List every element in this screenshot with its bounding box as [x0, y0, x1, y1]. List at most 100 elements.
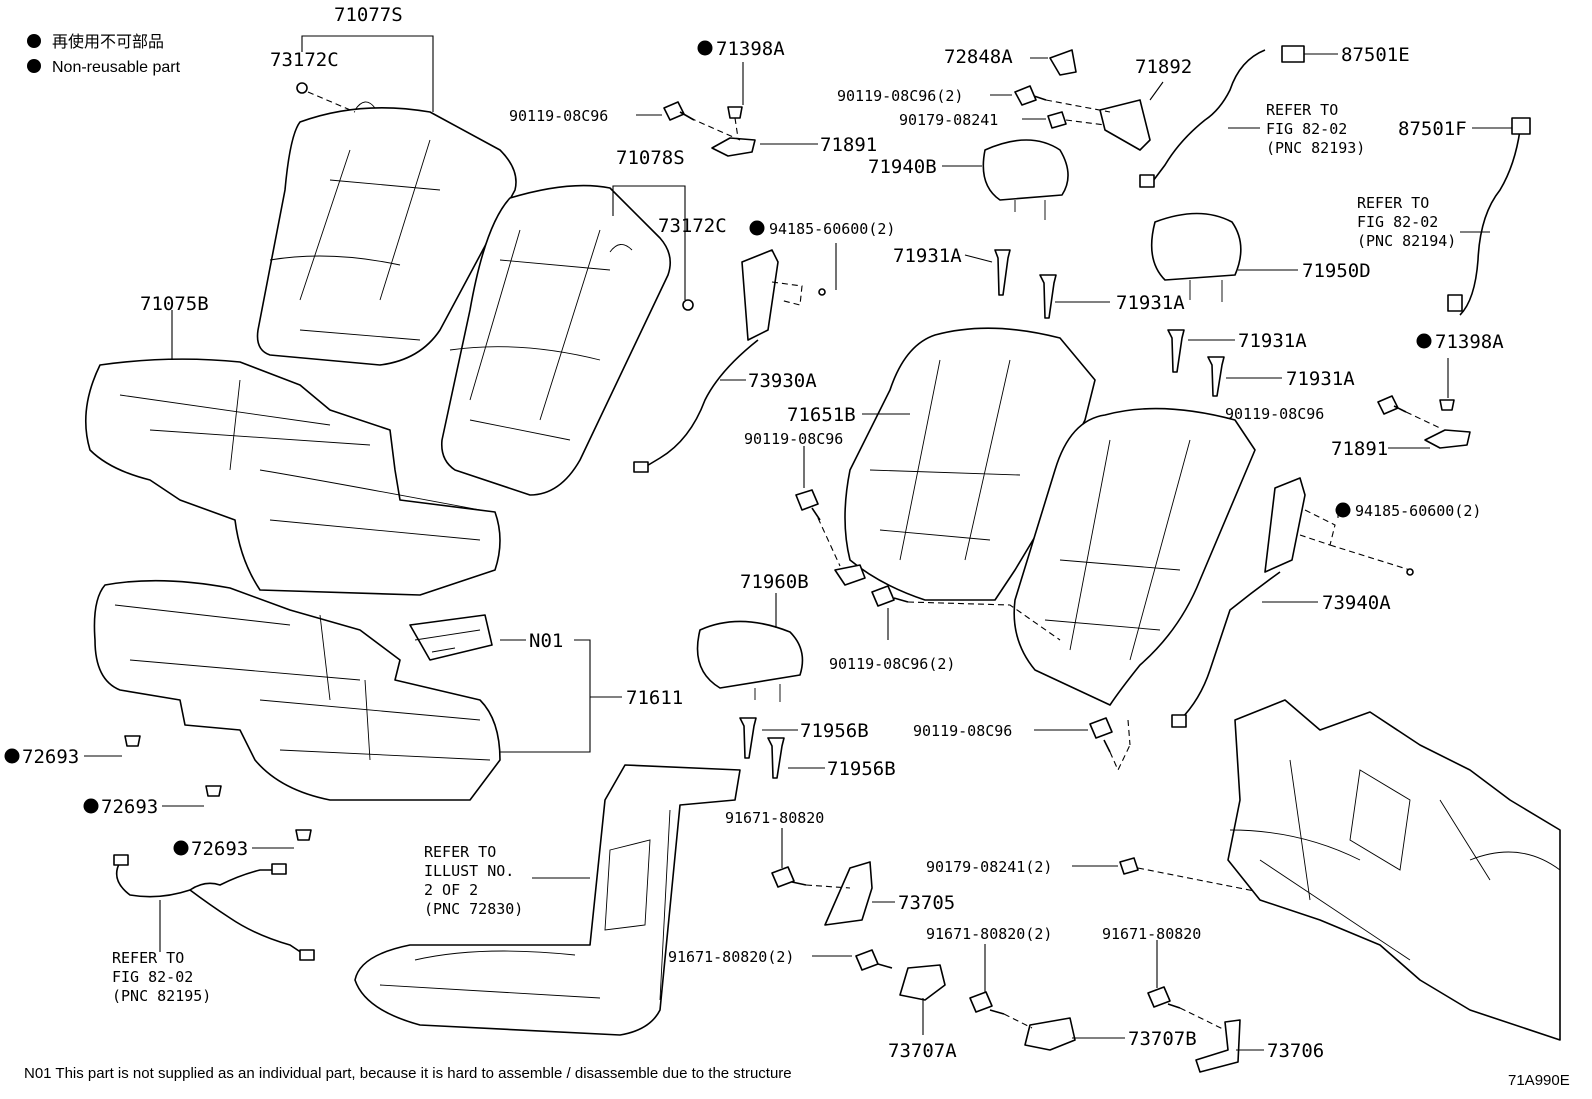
rivet-73172c-b-icon — [682, 299, 694, 311]
connector-87501f-icon — [1511, 117, 1531, 135]
guide-71931a-a — [994, 249, 1011, 296]
refer-82195-line1: REFER TO — [112, 949, 184, 967]
leader-71892 — [1149, 81, 1164, 101]
bolt-91671-c — [1147, 986, 1181, 1009]
connector-82195-c-icon — [299, 949, 315, 961]
dashed-leader-90119-d — [817, 517, 841, 567]
connector-73930a-icon — [633, 461, 649, 473]
label-71931a-b: 71931A — [1116, 292, 1185, 314]
refer-82193-line2: FIG 82-02 — [1266, 120, 1347, 138]
headrest-71950d — [1150, 212, 1242, 281]
dashed-leader-71891-a — [689, 117, 741, 141]
label-71398a-a: 71398A — [716, 38, 785, 60]
refer-82193-line3: (PNC 82193) — [1266, 139, 1365, 157]
connector-87501e-icon — [1281, 45, 1305, 63]
non-reusable-94185-b-icon — [1335, 502, 1351, 518]
non-reusable-dot-icon — [27, 59, 41, 73]
label-71891-b: 71891 — [1331, 438, 1388, 460]
non-reusable-markers — [4, 40, 1432, 856]
label-91671-c: 91671-80820 — [1102, 925, 1201, 943]
seat-back-cover-71077s-seams — [269, 139, 441, 341]
refer-82194-line2: FIG 82-02 — [1357, 213, 1438, 231]
clip-72693-c — [295, 829, 312, 841]
part-labels: 71077S 73172C 71075B 71078S 73172C 71398… — [22, 4, 1504, 1062]
label-71931a-c: 71931A — [1238, 330, 1307, 352]
seat-cushion-cover-71075b-seams — [119, 379, 481, 541]
refer-72830-line4: (PNC 72830) — [424, 900, 523, 918]
label-90119-f: 90119-08C96 — [913, 722, 1012, 740]
pad-n01 — [409, 614, 493, 661]
legend: 再使用不可部品 Non-reusable part — [27, 33, 181, 76]
dashed-leader-94185-b — [1299, 509, 1411, 571]
non-reusable-72693-b-icon — [83, 798, 99, 814]
bolt-91671-b — [855, 949, 893, 971]
side-airbag-73940a-wire — [1179, 571, 1281, 721]
label-71950d: 71950D — [1302, 260, 1371, 282]
label-73707a: 73707A — [888, 1040, 957, 1062]
bracket-71892 — [1099, 99, 1151, 151]
clip-71398a-a — [727, 106, 743, 119]
seat-cushion-pad-71611-seams — [114, 604, 491, 761]
label-71398a-b: 71398A — [1435, 331, 1504, 353]
headrest-guide-71077s — [354, 101, 376, 111]
label-94185-a: 94185-60600(2) — [769, 220, 895, 238]
label-71891-a: 71891 — [820, 134, 877, 156]
dashed-leader-90119-f — [1109, 719, 1131, 772]
bolt-90119-d — [795, 489, 821, 521]
non-reusable-72693-c-icon — [173, 840, 189, 856]
non-reusable-71398a-b-icon — [1416, 333, 1432, 349]
belt-wire-87501f — [1459, 129, 1521, 316]
vehicle-body-panel — [1227, 699, 1561, 1041]
guide-71956b-a — [739, 717, 757, 759]
leader-71078s — [612, 185, 686, 300]
label-73940a: 73940A — [1322, 592, 1391, 614]
label-n01: N01 — [529, 630, 563, 652]
leader-lines — [84, 35, 1512, 1051]
bracket-73705 — [824, 861, 873, 926]
figure-code: 71A990E — [1508, 1072, 1570, 1089]
legend-english: Non-reusable part — [52, 59, 181, 76]
clip-72693-a — [124, 735, 141, 747]
dashed-leader-90179-b — [1137, 867, 1301, 901]
armrest-assembly-detail — [379, 809, 671, 1001]
seat-cushion-cover-71075b — [85, 358, 501, 596]
refer-82195-line2: FIG 82-02 — [112, 968, 193, 986]
leader-71931a-a — [964, 254, 993, 263]
refer-82194-line3: (PNC 82194) — [1357, 232, 1456, 250]
wire-harness-82195 — [115, 861, 306, 956]
bracket-73707a — [899, 964, 946, 1001]
guide-71956b-b — [767, 737, 785, 779]
label-73706: 73706 — [1267, 1040, 1324, 1062]
label-90179-a: 90179-08241 — [899, 111, 998, 129]
connector-73940a-icon — [1171, 714, 1187, 728]
dashed-leader-94185-a — [771, 281, 803, 306]
dashed-leader-90119-e — [907, 601, 1061, 641]
label-87501e: 87501E — [1341, 44, 1410, 66]
guide-71931a-b — [1039, 274, 1057, 319]
clip-72693-b — [205, 785, 222, 797]
refer-72830-line1: REFER TO — [424, 843, 496, 861]
guide-71931a-c — [1167, 329, 1185, 373]
label-72693-c: 72693 — [191, 838, 248, 860]
seatback-frame-71651b-seams — [869, 359, 1021, 561]
nut-90179-b — [1119, 857, 1139, 875]
side-airbag-73930a-wire — [639, 339, 759, 471]
bracket-73707b — [1024, 1017, 1076, 1051]
label-71956b-b: 71956B — [827, 758, 896, 780]
label-91671-d: 91671-80820(2) — [926, 925, 1052, 943]
label-90119-a: 90119-08C96 — [509, 107, 608, 125]
belt-wire-87501e — [1149, 49, 1266, 186]
connector-82195-a-icon — [113, 854, 129, 866]
rivet-73172c-a-icon — [296, 82, 308, 94]
seat-back-cover-71077s — [256, 106, 517, 366]
refer-72830-line2: ILLUST NO. — [424, 862, 514, 880]
refer-82194-line1: REFER TO — [1357, 194, 1429, 212]
label-87501f: 87501F — [1398, 118, 1467, 140]
clip-71398a-b — [1439, 399, 1455, 411]
footnote: N01 This part is not supplied as an indi… — [24, 1065, 792, 1082]
refer-82195-line3: (PNC 82195) — [112, 987, 211, 1005]
label-91671-b: 91671-80820(2) — [668, 948, 794, 966]
seat-back-cover-71078s — [440, 184, 671, 496]
bolt-91671-d — [969, 991, 1005, 1015]
